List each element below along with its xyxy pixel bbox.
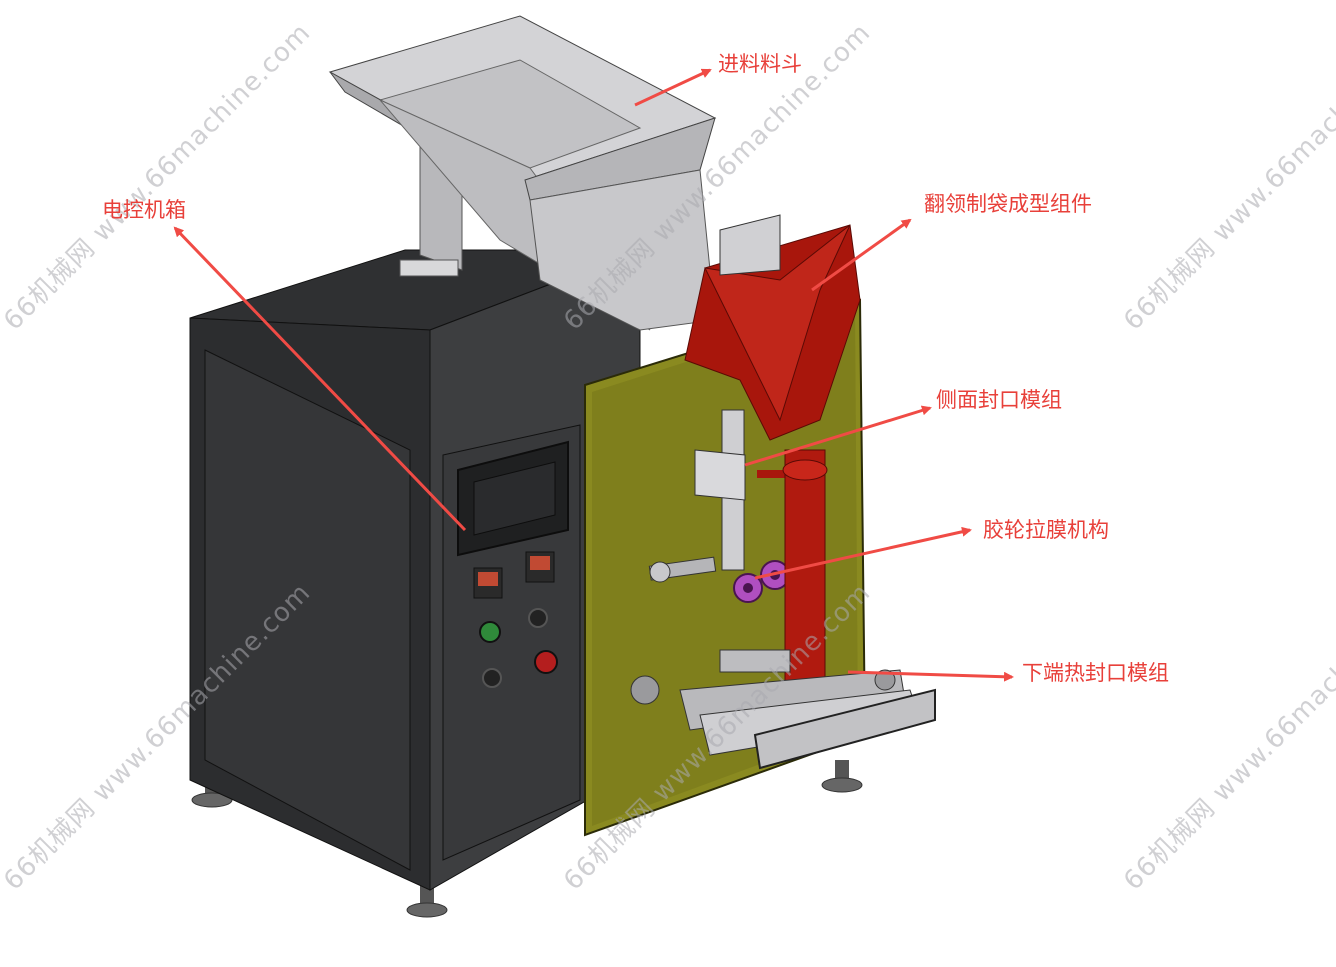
side-seal-module xyxy=(694,409,785,571)
forming-funnel xyxy=(684,214,861,711)
label-hopper: 进料料斗 xyxy=(718,52,802,76)
control-cabinet xyxy=(189,249,641,891)
label-control-box: 电控机箱 xyxy=(102,198,186,222)
hopper-arrow xyxy=(634,68,712,107)
side-seal-arrow xyxy=(744,405,932,467)
callout-arrows xyxy=(173,68,1014,682)
label-forming-assembly: 翻领制袋成型组件 xyxy=(924,192,1092,216)
bottom-seal-arrow xyxy=(847,670,1014,682)
bottom-seal-module xyxy=(630,649,936,770)
label-bottom-seal: 下端热封口模组 xyxy=(1022,661,1169,685)
control-box-arrow xyxy=(173,226,467,532)
feed-hopper xyxy=(328,15,717,331)
film-pull-arrow xyxy=(754,526,972,580)
label-film-pull: 胶轮拉膜机构 xyxy=(983,518,1109,542)
forming-assembly-arrow xyxy=(811,218,912,292)
label-side-seal: 侧面封口模组 xyxy=(936,388,1062,412)
